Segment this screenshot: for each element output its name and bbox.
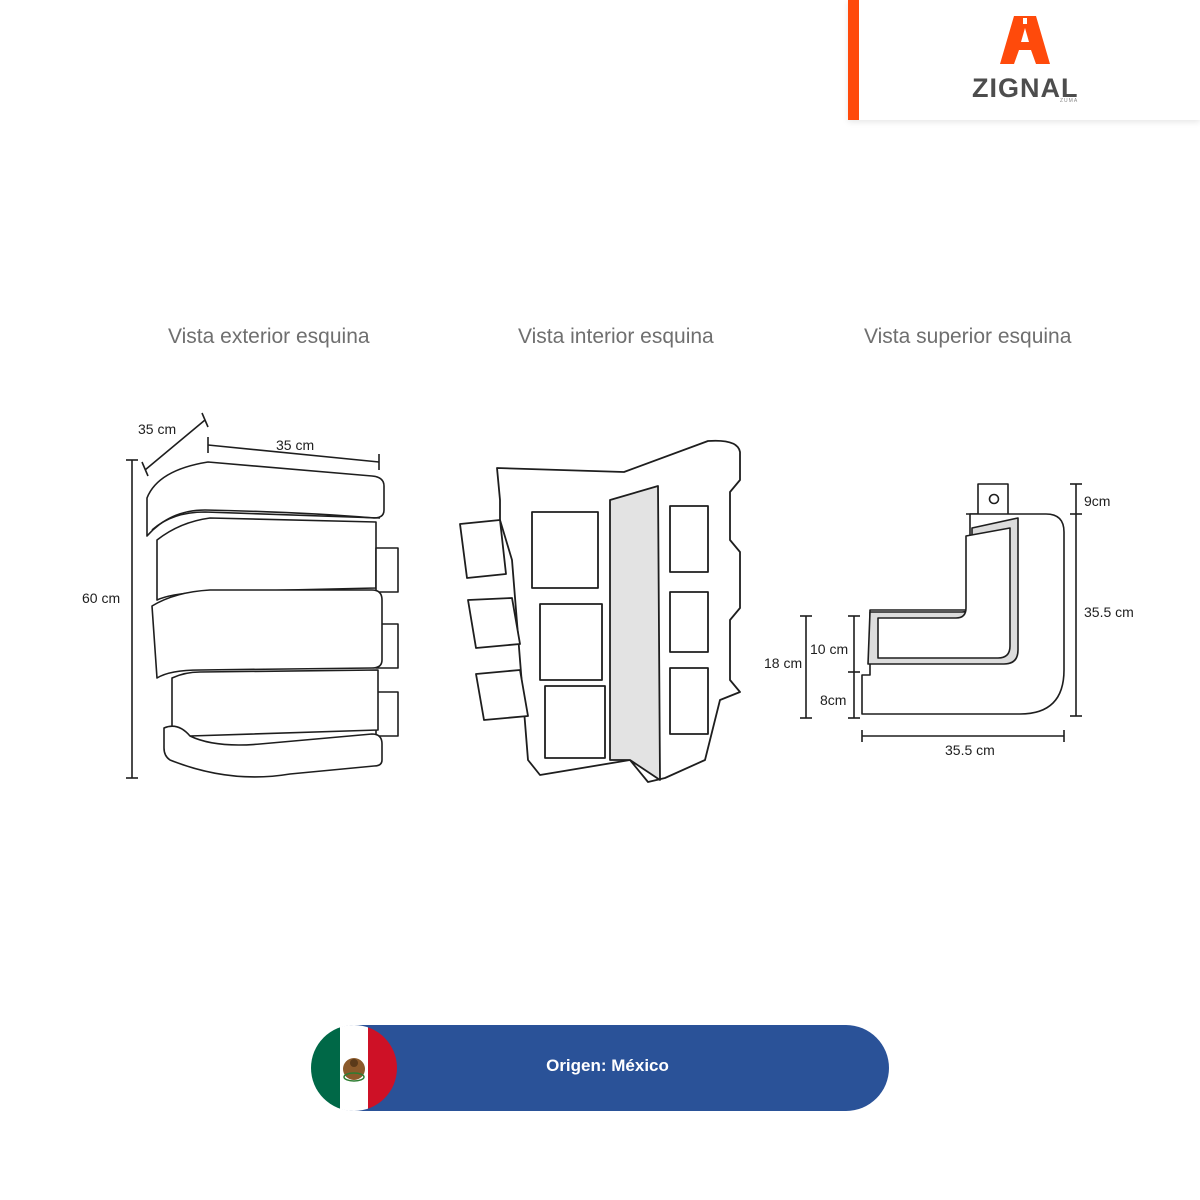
view-title-top: Vista superior esquina xyxy=(864,325,1072,348)
logo-accent-bar xyxy=(848,0,859,120)
mexico-flag-icon xyxy=(311,1025,397,1111)
dim-height: 60 cm xyxy=(82,590,120,606)
dim-side: 35.5 cm xyxy=(1084,604,1134,620)
brand-name: ZIGNAL xyxy=(972,73,1079,103)
view-title-interior: Vista interior esquina xyxy=(518,325,714,348)
interior-view-drawing xyxy=(459,439,741,783)
dim-upper: 10 cm xyxy=(810,641,848,657)
view-title-exterior: Vista exterior esquina xyxy=(168,325,370,348)
dim-width: 35 cm xyxy=(276,437,314,453)
dim-depth: 35 cm xyxy=(138,421,176,437)
brand-subname: ZUMA xyxy=(1060,98,1079,104)
origin-bar xyxy=(312,1025,889,1111)
dim-total: 18 cm xyxy=(764,655,802,671)
dim-lower: 8cm xyxy=(820,692,846,708)
top-view-drawing: 9cm 35.5 cm 10 cm 18 cm 8cm 35.5 cm xyxy=(764,483,1134,758)
dim-bottom: 35.5 cm xyxy=(945,742,995,758)
origin-label: Origen: México xyxy=(546,1056,669,1075)
zignal-logo-icon xyxy=(1000,16,1050,64)
exterior-view-drawing: 35 cm 35 cm 60 cm xyxy=(82,412,399,779)
dim-top: 9cm xyxy=(1084,493,1110,509)
